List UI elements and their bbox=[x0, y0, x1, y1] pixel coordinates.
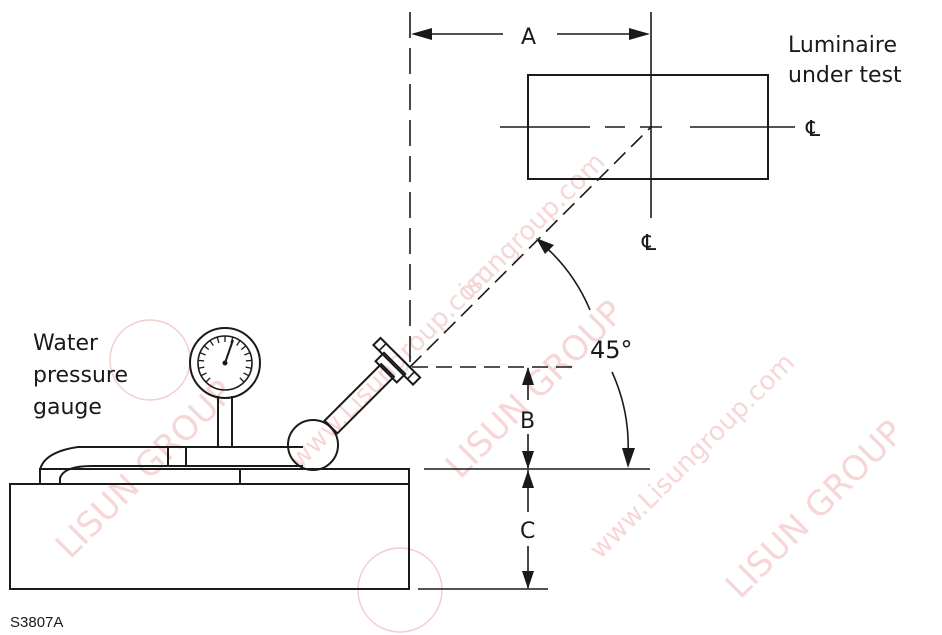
dimension-a bbox=[409, 12, 650, 367]
gauge-tick bbox=[239, 377, 245, 383]
gauge-tick bbox=[244, 352, 251, 356]
dimension-c bbox=[522, 470, 534, 589]
gauge-tick bbox=[209, 340, 214, 346]
dimension-b-arrow-top bbox=[522, 367, 534, 385]
luminaire-under-test bbox=[500, 12, 795, 218]
angle-arc-lower bbox=[611, 371, 629, 456]
gauge-label-line2: pressure bbox=[33, 363, 128, 388]
dimension-a-arrow-left bbox=[411, 28, 432, 40]
gauge-ticks bbox=[198, 336, 252, 383]
dimension-c-arrow-top bbox=[522, 470, 534, 488]
watermark-url-short: isungroup.com bbox=[454, 147, 612, 305]
gauge-tick bbox=[203, 345, 210, 351]
dimension-a-arrow-right bbox=[629, 28, 650, 40]
angle-arrow-lower bbox=[622, 448, 635, 468]
nozzle-cap bbox=[372, 336, 422, 386]
dimension-c-arrow-bottom bbox=[522, 571, 534, 589]
gauge-tick bbox=[245, 366, 252, 369]
pipe-bend-inner bbox=[59, 465, 303, 484]
dimension-b bbox=[522, 367, 534, 469]
gauge-tick bbox=[216, 336, 220, 344]
centerline-symbol-right: ℄ bbox=[805, 117, 821, 142]
angle-label: 45° bbox=[590, 336, 633, 364]
gauge-tick bbox=[236, 340, 241, 346]
nozzle-cap-detail bbox=[378, 342, 387, 352]
luminaire-label-line1: Luminaire bbox=[788, 33, 897, 58]
gauge-tick bbox=[240, 345, 247, 351]
nozzle-head bbox=[374, 351, 407, 384]
angle-arc-upper bbox=[539, 241, 591, 311]
pressure-gauge bbox=[189, 327, 261, 399]
watermark: LISUN GROUP LISUN GROUP LISUN GROUP www.… bbox=[48, 147, 912, 633]
gauge-tick bbox=[205, 377, 211, 383]
dimension-b-label: B bbox=[520, 409, 535, 434]
angle-45-indicator bbox=[536, 238, 635, 468]
nozzle-tube bbox=[323, 362, 396, 435]
table-top-plate bbox=[39, 468, 410, 485]
gauge-hub bbox=[222, 360, 228, 366]
gauge-tick bbox=[199, 352, 206, 356]
gauge-label-line3: gauge bbox=[33, 395, 102, 420]
gauge-tick bbox=[198, 366, 205, 369]
spray-axis-dashed bbox=[409, 126, 652, 368]
gauge-label-line1: Water bbox=[33, 331, 99, 356]
watermark-logo-ring bbox=[109, 319, 191, 401]
gauge-tick bbox=[245, 359, 252, 362]
dimension-c-label: C bbox=[520, 519, 535, 544]
nozzle-cap-detail bbox=[406, 371, 416, 380]
figure-id: S3807A bbox=[10, 614, 63, 631]
pipe-coupling bbox=[167, 446, 187, 467]
gauge-tick bbox=[200, 372, 207, 377]
gauge-tick bbox=[243, 372, 250, 377]
dimension-a-label: A bbox=[521, 25, 536, 50]
valve-ball bbox=[287, 419, 339, 471]
water-supply-pipe bbox=[39, 396, 303, 484]
pipe-bend bbox=[39, 446, 303, 484]
centerline-symbol-bottom: ℄ bbox=[641, 231, 657, 256]
nozzle-assembly bbox=[287, 336, 422, 471]
luminaire-label-line2: under test bbox=[788, 63, 902, 88]
gauge-face bbox=[189, 327, 261, 399]
watermark-brand: LISUN GROUP bbox=[438, 293, 632, 487]
angle-arrow-upper bbox=[536, 238, 554, 254]
dimension-b-arrow-bottom bbox=[522, 451, 534, 469]
gauge-tick bbox=[198, 359, 205, 362]
gauge-needle bbox=[224, 339, 234, 364]
watermark-brand: LISUN GROUP bbox=[718, 413, 912, 607]
